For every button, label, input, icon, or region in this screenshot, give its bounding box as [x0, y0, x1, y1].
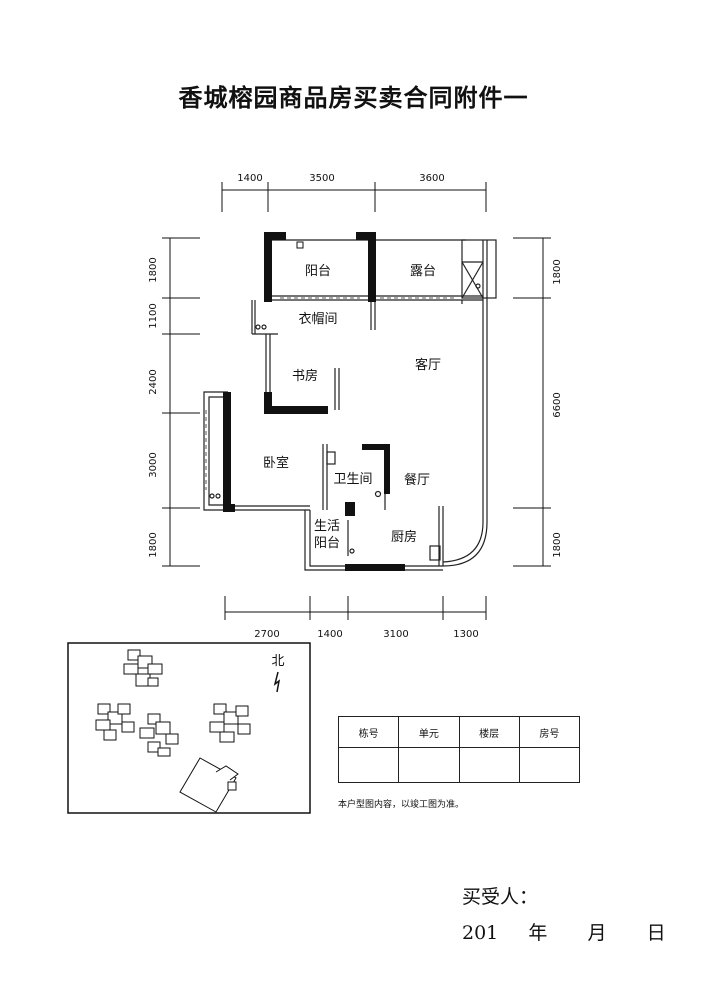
site-buildings — [95, 649, 251, 813]
room-kitchen: 厨房 — [391, 529, 417, 545]
top-dim-2: 3500 — [309, 173, 334, 184]
header-unit: 单元 — [398, 716, 460, 748]
header-building: 栋号 — [337, 716, 400, 748]
top-dim-1: 1400 — [237, 173, 262, 184]
room-dining: 餐厅 — [404, 472, 430, 488]
room-bathroom: 卫生间 — [333, 472, 372, 487]
thin-walls — [203, 239, 497, 571]
building-icon — [179, 757, 239, 813]
month-label: 月 — [587, 922, 607, 944]
right-dimensions — [513, 237, 551, 567]
left-dim-1: 1800 — [148, 257, 159, 282]
room-bedroom: 卧室 — [263, 455, 289, 471]
disclaimer-note: 本户型图内容，以竣工图为准。 — [338, 800, 465, 810]
north-arrow-icon — [273, 671, 281, 693]
value-building — [337, 747, 400, 783]
left-dimensions — [162, 237, 200, 567]
date-line: 201 年 月 日 — [462, 918, 666, 945]
value-room — [518, 747, 581, 783]
left-dim-2: 1100 — [148, 303, 159, 328]
right-dim-3: 1800 — [552, 532, 563, 557]
unit-info-table: 栋号 单元 楼层 房号 — [337, 716, 581, 783]
room-service-balcony-2: 阳台 — [314, 536, 340, 551]
room-cloakroom: 衣帽间 — [298, 311, 337, 327]
room-terrace: 露台 — [410, 264, 436, 279]
structural-walls — [223, 232, 405, 571]
day-label: 日 — [646, 922, 666, 944]
north-label: 北 — [271, 654, 284, 669]
building-icon — [139, 713, 179, 757]
bottom-dim-2: 1400 — [317, 629, 342, 640]
document-title: 香城榕园商品房买卖合同附件一 — [178, 84, 529, 112]
left-dim-5: 1800 — [148, 532, 159, 557]
glazing-lines — [205, 297, 455, 490]
bottom-dim-3: 3100 — [383, 629, 408, 640]
left-dim-4: 3000 — [148, 452, 159, 477]
header-floor: 楼层 — [458, 716, 520, 748]
year-prefix: 201 — [462, 922, 499, 944]
room-service-balcony-1: 生活 — [314, 519, 340, 534]
room-living: 客厅 — [415, 357, 441, 373]
top-dimensions — [221, 182, 487, 212]
site-map-frame — [67, 642, 311, 814]
bottom-dimensions — [224, 596, 487, 620]
building-icon — [95, 703, 135, 741]
header-room: 房号 — [518, 716, 581, 748]
buyer-label: 买受人： — [462, 886, 539, 908]
room-balcony: 阳台 — [305, 264, 331, 279]
building-icon — [209, 703, 251, 743]
building-icon — [123, 649, 163, 687]
bottom-dim-4: 1300 — [453, 629, 478, 640]
value-floor — [458, 747, 520, 783]
top-dim-3: 3600 — [419, 173, 444, 184]
value-unit — [398, 747, 460, 783]
left-dim-3: 2400 — [148, 369, 159, 394]
right-dim-1: 1800 — [552, 259, 563, 284]
room-study: 书房 — [292, 368, 318, 384]
bottom-dim-1: 2700 — [254, 629, 279, 640]
right-dim-2: 6600 — [552, 392, 563, 417]
year-label: 年 — [528, 922, 548, 944]
